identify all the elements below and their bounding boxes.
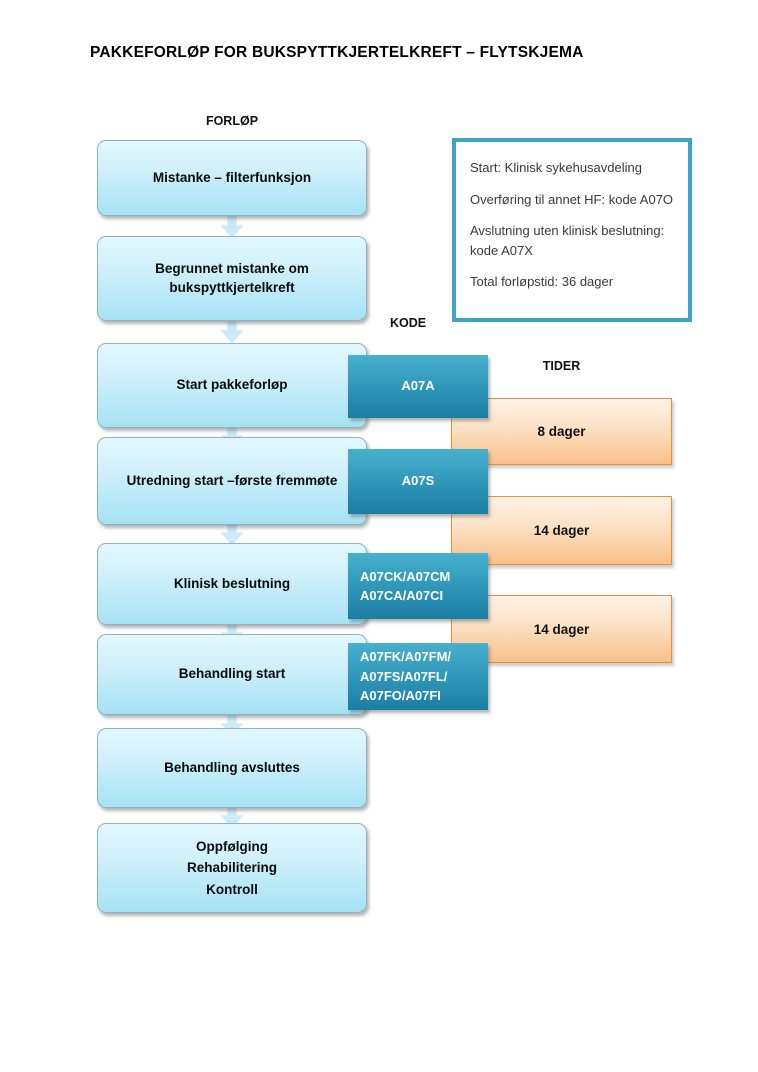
column-label-forlop: FORLØP xyxy=(205,114,259,128)
time-label: 14 dager xyxy=(533,621,590,637)
code-box-a07f: A07FK/A07FM/ A07FS/A07FL/ A07FO/A07FI xyxy=(348,643,488,710)
flow-step-behandling-start: Behandling start xyxy=(97,634,367,715)
flow-step-label: bukspyttkjertelkreft xyxy=(169,279,295,295)
code-label: A07S xyxy=(401,473,435,489)
flow-step-mistanke: Mistanke – filterfunksjon xyxy=(97,140,367,216)
flow-step-label: Klinisk beslutning xyxy=(173,575,291,591)
flow-step-label: Start pakkeforløp xyxy=(176,377,288,393)
code-label: A07FK/A07FM/ xyxy=(360,649,452,665)
time-label: 8 dager xyxy=(537,424,586,439)
info-line-total: Total forløpstid: 36 dager xyxy=(470,274,614,289)
info-box: Start: Klinisk sykehusavdeling Overførin… xyxy=(452,138,692,322)
code-label: A07CA/A07CI xyxy=(360,588,444,603)
page-title: PAKKEFORLØP FOR BUKSPYTTKJERTELKREFT – F… xyxy=(90,44,584,61)
info-line-start: Start: Klinisk sykehusavdeling xyxy=(470,160,642,175)
flow-step-label: Kontroll xyxy=(206,881,258,897)
code-label: A07A xyxy=(401,378,435,394)
flow-step-label: Begrunnet mistanke om xyxy=(155,260,309,276)
flow-step-label: Oppfølging xyxy=(196,838,268,854)
code-label: A07FO/A07FI xyxy=(360,688,441,704)
flow-step-label: Rehabilitering xyxy=(186,860,277,876)
flow-step-behandling-avsluttes: Behandling avsluttes xyxy=(97,728,367,808)
flow-step-label: Behandling avsluttes xyxy=(164,759,300,775)
code-box-a07s: A07S xyxy=(348,449,488,514)
flow-step-begrunnet-mistanke: Begrunnet mistanke om bukspyttkjertelkre… xyxy=(97,236,367,321)
flow-step-start-pakkeforlop: Start pakkeforløp xyxy=(97,343,367,428)
flow-step-utredning-start: Utredning start –første fremmøte xyxy=(97,437,367,525)
code-label: A07CK/A07CM xyxy=(360,568,451,584)
code-box-a07c: A07CK/A07CM A07CA/A07CI xyxy=(348,553,488,619)
flow-step-label: Behandling start xyxy=(178,666,286,682)
flow-step-label: Utredning start –første fremmøte xyxy=(126,472,338,488)
flow-step-oppfolging: Oppfølging Rehabilitering Kontroll xyxy=(97,823,367,913)
time-label: 14 dager xyxy=(533,523,590,538)
column-label-kode: KODE xyxy=(390,316,427,330)
column-label-tider: TIDER xyxy=(542,359,581,373)
code-box-a07a: A07A xyxy=(348,355,488,418)
info-line-avslutning: Avslutning uten klinisk beslutning: kode… xyxy=(470,223,665,258)
info-line-overforing: Overføring til annet HF: kode A07O xyxy=(470,191,674,207)
flow-step-klinisk-beslutning: Klinisk beslutning xyxy=(97,543,367,625)
code-label: A07FS/A07FL/ xyxy=(360,668,448,684)
flow-step-label: Mistanke – filterfunksjon xyxy=(152,169,312,185)
